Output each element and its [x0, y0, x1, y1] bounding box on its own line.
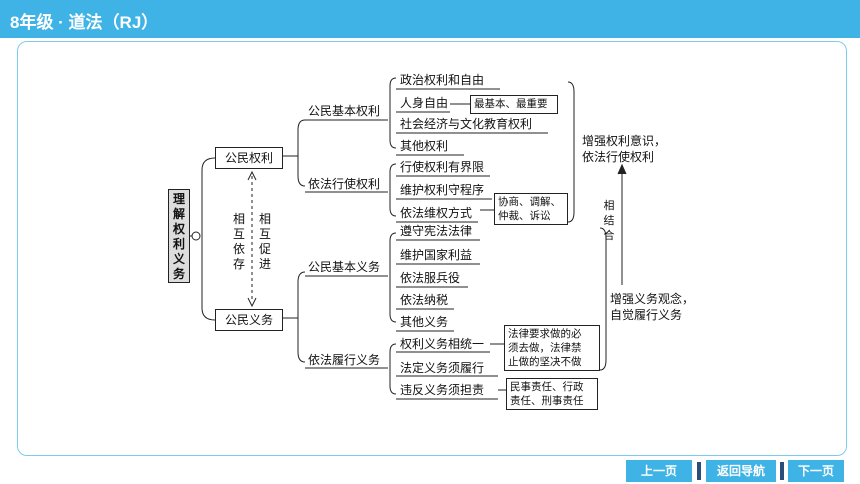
root-label: 理解权利义务	[172, 192, 185, 281]
note-box: 民事责任、行政 责任、刑事责任	[506, 378, 598, 410]
duties-item: 遵守宪法法律	[400, 224, 473, 238]
prev-page-button[interactable]: 上一页	[626, 460, 692, 482]
header-bar: 8年级 · 道法（RJ）	[0, 0, 860, 38]
rights-item: 其他权利	[400, 139, 449, 153]
rights-node: 公民权利	[215, 147, 283, 169]
basic-rights-label: 公民基本权利	[308, 104, 381, 118]
note-box: 最基本、最重要	[470, 95, 558, 114]
basic-duties-label: 公民基本义务	[308, 260, 381, 274]
content-panel	[17, 41, 847, 456]
note-box: 法律要求做的必 须去做，法律禁 止做的坚决不做	[504, 325, 600, 371]
note-text: 责任、刑事责任	[510, 395, 584, 407]
rights-item: 维护权利守程序	[400, 183, 485, 197]
rights-item: 行使权利有界限	[400, 160, 485, 174]
rights-summary: 依法行使权利	[582, 150, 655, 164]
duties-item: 依法服兵役	[400, 271, 461, 285]
note-text: 协商、调解、	[498, 196, 561, 208]
next-page-button[interactable]: 下一页	[788, 460, 844, 482]
duties-summary: 自觉履行义务	[610, 308, 683, 322]
relation-left-label: 相互依存	[232, 212, 245, 271]
note-text: 仲裁、诉讼	[498, 210, 551, 222]
page-title: 8年级 · 道法（RJ）	[10, 13, 159, 32]
duties-item: 其他义务	[400, 315, 449, 329]
duties-item: 依法纳税	[400, 293, 449, 307]
note-text: 须去做，法律禁	[508, 342, 582, 354]
rights-label: 公民权利	[225, 151, 274, 165]
relation-right-label: 相互促进	[258, 212, 271, 271]
note-text: 民事责任、行政	[510, 381, 584, 393]
duties-label: 公民义务	[225, 313, 274, 327]
duties-item: 法定义务须履行	[400, 361, 485, 375]
duties-item: 维护国家利益	[400, 248, 473, 262]
note-text: 法律要求做的必	[508, 328, 582, 340]
rights-item: 政治权利和自由	[400, 73, 485, 87]
rights-item: 依法维权方式	[400, 206, 473, 220]
note-box: 协商、调解、 仲裁、诉讼	[494, 193, 568, 225]
nav-separator	[697, 462, 701, 480]
rights-item: 人身自由	[400, 96, 449, 110]
duties-item: 权利义务相统一	[400, 337, 485, 351]
rights-summary: 增强权利意识，	[582, 134, 667, 148]
nav-separator	[780, 462, 784, 480]
rights-item: 社会经济与文化教育权利	[400, 117, 533, 131]
duties-summary: 增强义务观念，	[610, 292, 695, 306]
note-text: 止做的坚决不做	[508, 356, 582, 368]
root-node: 理解权利义务	[168, 189, 190, 283]
home-nav-button[interactable]: 返回导航	[706, 460, 776, 482]
exercise-rights-label: 依法行使权利	[308, 177, 381, 191]
duties-item: 违反义务须担责	[400, 383, 485, 397]
note-text: 最基本、最重要	[474, 98, 548, 110]
duties-node: 公民义务	[215, 309, 283, 331]
combine-label: 相结合	[603, 199, 615, 242]
perform-duties-label: 依法履行义务	[308, 353, 381, 367]
